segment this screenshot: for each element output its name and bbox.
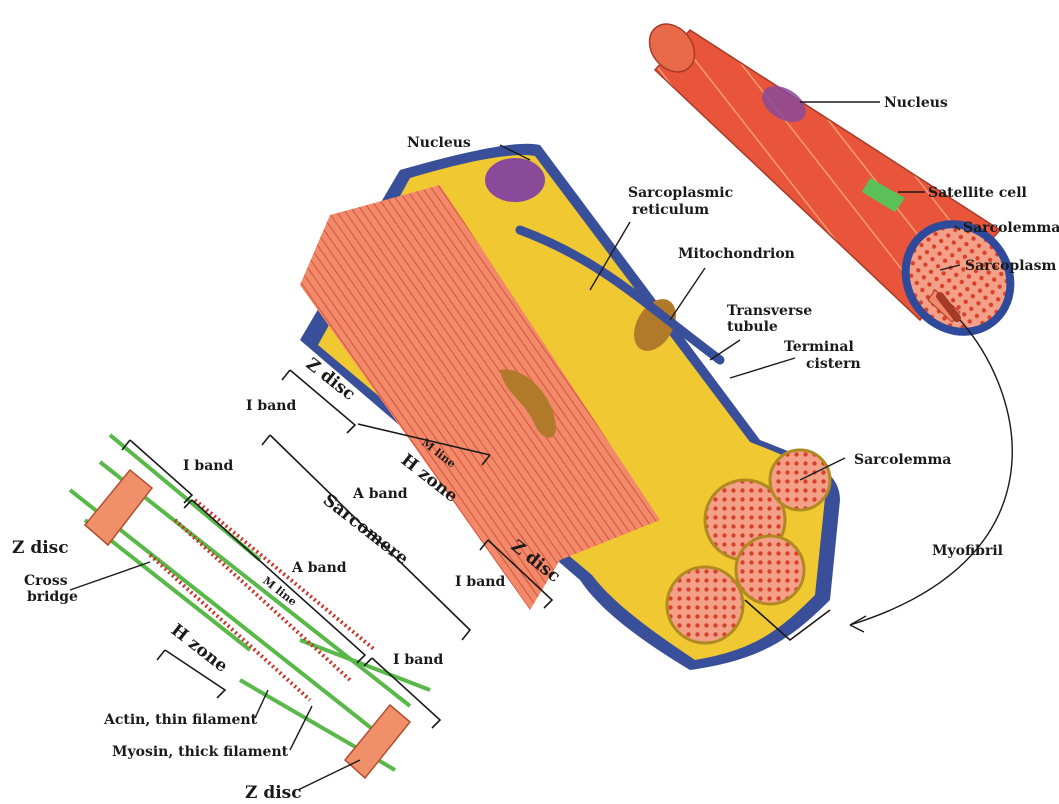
label-z-disc-bottom: Z disc — [245, 783, 302, 803]
label-a-band-mid: A band — [352, 486, 408, 502]
label-transverse-2: tubule — [727, 319, 778, 335]
label-i-band-mid-top: I band — [246, 398, 296, 414]
label-satellite-cell: Satellite cell — [928, 185, 1027, 201]
label-sarcolemma-mid: Sarcolemma — [854, 452, 951, 468]
label-sarcoplasmic-1: Sarcoplasmic — [628, 185, 733, 201]
label-sarcomere: Sarcomere — [319, 490, 412, 569]
label-nucleus-top: Nucleus — [884, 95, 948, 111]
label-terminal-1: Terminal — [784, 339, 854, 355]
label-a-band-left: A band — [291, 560, 347, 576]
label-actin: Actin, thin filament — [103, 712, 258, 728]
label-sarcoplasm: Sarcoplasm — [965, 258, 1056, 274]
label-transverse-1: Transverse — [727, 303, 812, 319]
myofibril-arrow — [850, 320, 1012, 625]
label-i-band-left-top: I band — [183, 458, 233, 474]
myofibril-cutaway — [300, 144, 840, 670]
label-cross-2: bridge — [27, 589, 78, 605]
label-i-band-mid-bottom: I band — [455, 574, 505, 590]
label-mitochondrion: Mitochondrion — [678, 246, 795, 262]
label-sarcolemma-top: Sarcolemma — [963, 220, 1059, 236]
label-myosin: Myosin, thick filament — [112, 744, 289, 760]
label-terminal-2: cistern — [806, 356, 861, 372]
label-sarcoplasmic-2: reticulum — [632, 202, 709, 218]
mid-nucleus — [485, 158, 545, 202]
label-nucleus-mid: Nucleus — [407, 135, 471, 151]
label-i-band-low-right: I band — [393, 652, 443, 668]
label-z-disc-left: Z disc — [12, 538, 69, 558]
label-myofibril: Myofibril — [932, 543, 1003, 559]
label-cross-1: Cross — [24, 573, 68, 589]
